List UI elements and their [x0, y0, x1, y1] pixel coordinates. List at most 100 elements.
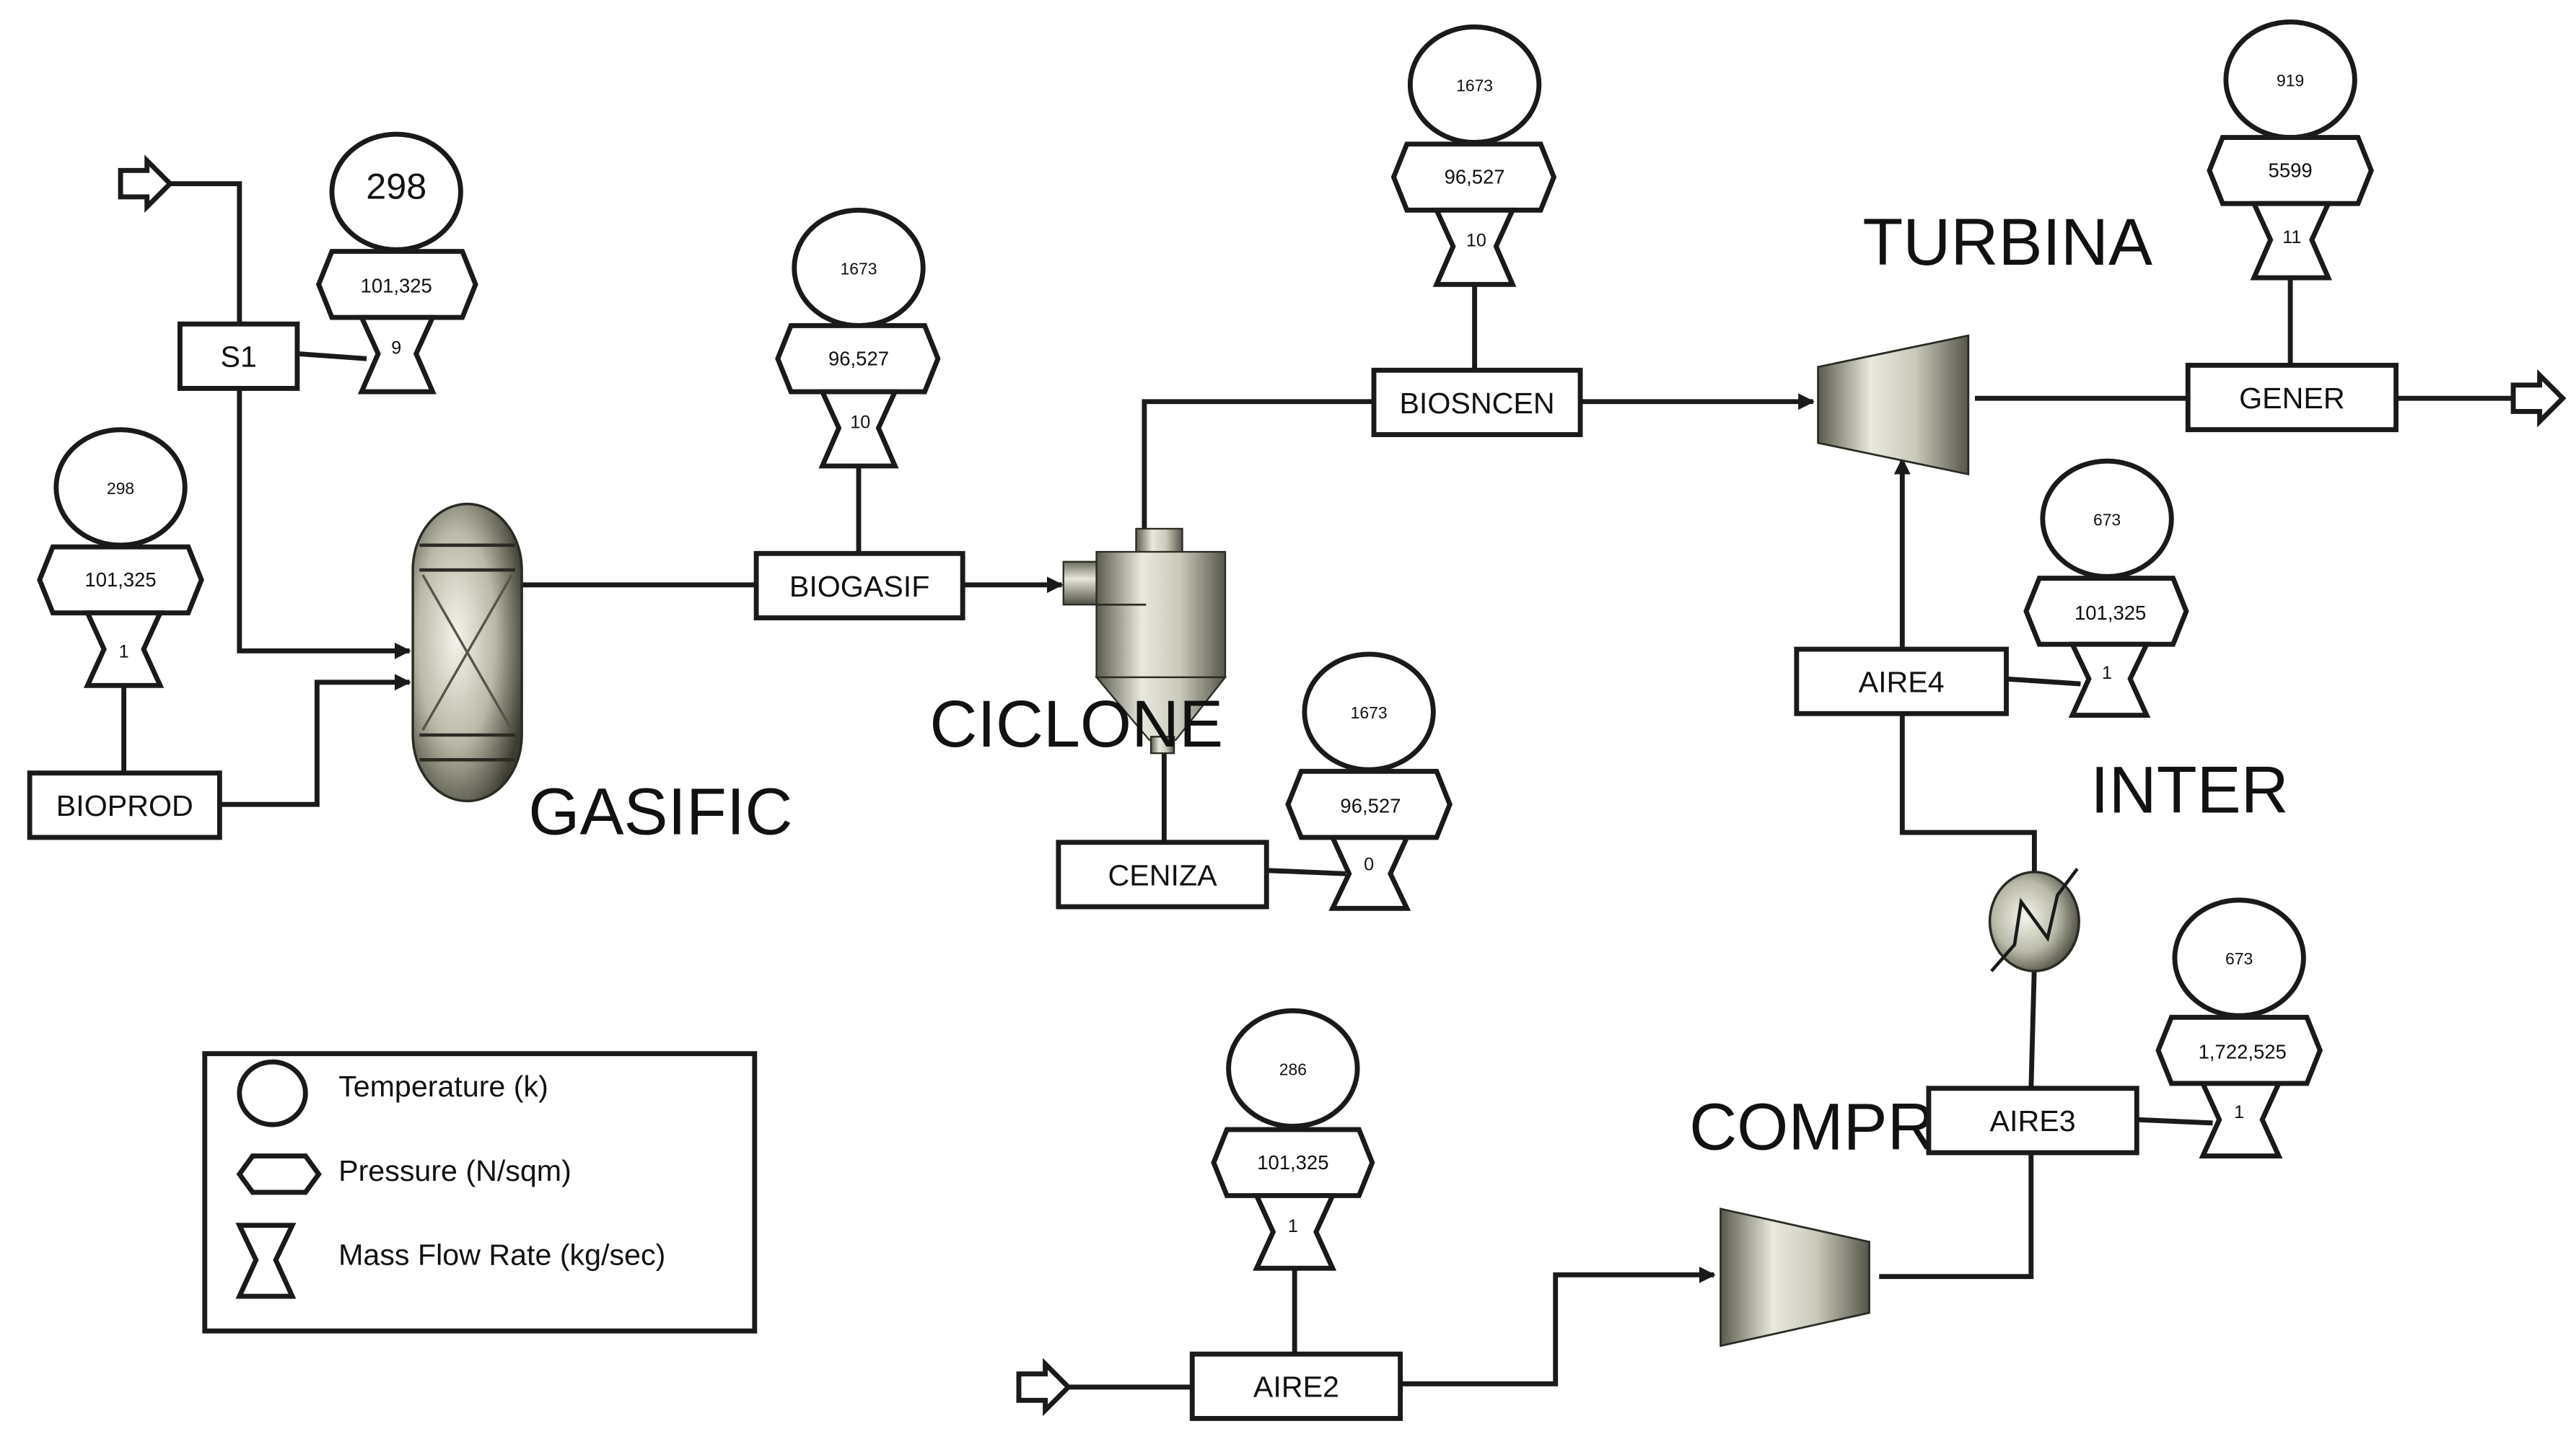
stream-label-gener: GENER [2239, 382, 2344, 415]
mass-flow-hourglass [1328, 835, 1411, 911]
tag-line-aire4 [2006, 676, 2081, 687]
mass-flow-value: 1 [2234, 1102, 2244, 1122]
line-bioprod-gasific [219, 674, 411, 807]
feed-arrow-s1 [118, 154, 174, 213]
pressure-hexagon [2155, 1014, 2323, 1086]
temperature-value: 286 [1279, 1060, 1307, 1078]
stream-aire4[interactable]: AIRE4 [1794, 646, 2009, 716]
connection-lines [121, 181, 2514, 1390]
stream-label-s1: S1 [220, 340, 256, 374]
line-inter-aire4 [1899, 713, 2037, 879]
pressure-hexagon [1285, 768, 1453, 840]
pressure-hexagon [775, 323, 941, 395]
stream-tag-bioprod: 298 101,325 1 [37, 427, 204, 688]
temperature-value: 673 [2225, 949, 2253, 968]
pressure-value: 101,325 [84, 568, 156, 591]
line-compreso-aire3 [1879, 1153, 2034, 1280]
gasifier-vessel[interactable] [411, 502, 523, 803]
mass-flow-hourglass [2199, 1081, 2283, 1159]
stream-label-biosncen: BIOSNCEN [1399, 387, 1554, 420]
stream-tag-biosncen: 1673 96,527 10 [1390, 24, 1557, 287]
pressure-value: 96,527 [1445, 166, 1505, 188]
unit-label-gasific: GASIFIC [528, 775, 792, 848]
temperature-value: 1673 [1351, 703, 1388, 722]
stream-label-ceniza: CENIZA [1108, 858, 1218, 892]
legend: Temperature (k) Pressure (N/sqm) Mass Fl… [202, 1051, 758, 1334]
temperature-value: 1673 [1456, 76, 1493, 95]
stream-tag-s1: 298 101,325 9 [315, 131, 478, 395]
temperature-value: 673 [2093, 510, 2121, 529]
heat-exchanger[interactable] [1988, 868, 2080, 972]
turbine[interactable] [1817, 334, 1970, 476]
pressure-hexagon [1390, 141, 1557, 213]
stream-bioprod[interactable]: BIOPROD [27, 770, 222, 840]
feed-arrow-aire2 [1016, 1358, 1072, 1417]
stream-biogasif[interactable]: BIOGASIF [753, 550, 965, 620]
legend-mass-flow-label: Mass Flow Rate (kg/sec) [338, 1239, 665, 1272]
pressure-hexagon [1211, 1127, 1375, 1198]
pressure-value: 101,325 [361, 275, 432, 297]
mass-flow-value: 1 [1288, 1216, 1298, 1236]
product-arrow-gener [2510, 369, 2567, 428]
mass-flow-hourglass [1432, 207, 1517, 287]
pressure-value: 5599 [2269, 159, 2313, 182]
legend-temperature-label: Temperature (k) [338, 1070, 548, 1103]
mass-flow-hourglass [818, 389, 899, 469]
tag-line-aire3 [2137, 1117, 2213, 1126]
temperature-value: 298 [366, 165, 426, 206]
temperature-circle [1226, 1008, 1360, 1129]
mass-flow-hourglass [357, 315, 437, 395]
stream-tag-aire3: 673 1,722,525 1 [2155, 897, 2323, 1159]
legend-pressure-label: Pressure (N/sqm) [338, 1154, 571, 1187]
stream-s1[interactable]: S1 [178, 321, 300, 391]
stream-tag-gener: 919 5599 11 [2207, 19, 2374, 281]
mass-flow-value: 10 [850, 412, 870, 432]
stream-label-aire2: AIRE2 [1253, 1371, 1339, 1404]
pressure-hexagon [37, 544, 204, 616]
pressure-value: 96,527 [1340, 795, 1401, 817]
pressure-hexagon [2207, 135, 2374, 206]
legend-mass-flow-icon [235, 1223, 297, 1299]
tag-line-s1 [297, 351, 367, 361]
stream-label-aire4: AIRE4 [1859, 666, 1945, 699]
stream-tag-aire4: 673 101,325 1 [2023, 458, 2189, 718]
mass-flow-hourglass [2068, 641, 2151, 718]
stream-tag-ceniza: 1673 96,527 0 [1285, 651, 1453, 911]
stream-aire3[interactable]: AIRE3 [1926, 1086, 2139, 1156]
temperature-value: 919 [2277, 71, 2304, 90]
legend-temperature-icon [237, 1059, 308, 1127]
line-ciclone-biosncen [1142, 399, 1374, 532]
stream-tag-biogasif: 1673 96,527 10 [775, 207, 941, 469]
mass-flow-value: 10 [1466, 231, 1486, 251]
stream-gener[interactable]: GENER [2185, 362, 2398, 433]
tag-line-ceniza [1266, 868, 1346, 876]
pressure-value: 101,325 [2075, 602, 2146, 624]
unit-label-ciclone: CICLONE [929, 687, 1223, 761]
stream-biosncen[interactable]: BIOSNCEN [1371, 367, 1583, 437]
mass-flow-value: 9 [391, 338, 401, 358]
temperature-value: 1673 [841, 260, 877, 278]
line-aire2-compreso [1400, 1266, 1716, 1386]
mass-flow-hourglass [1253, 1193, 1337, 1271]
mass-flow-value: 0 [1364, 855, 1374, 875]
cyclone-separator[interactable] [1062, 527, 1227, 755]
compressor[interactable] [1719, 1208, 1870, 1347]
line-aire3-inter [2028, 964, 2037, 1088]
mass-flow-value: 11 [2282, 227, 2301, 247]
mass-flow-value: 1 [119, 641, 129, 661]
stream-tag-aire2: 286 101,325 1 [1211, 1008, 1375, 1271]
stream-label-biogasif: BIOGASIF [789, 570, 930, 603]
stream-ceniza[interactable]: CENIZA [1056, 840, 1269, 910]
mass-flow-value: 1 [2102, 663, 2112, 683]
mass-flow-hourglass [2250, 201, 2333, 281]
unit-label-inter: INTER [2090, 754, 2289, 827]
line-feed-s1 [168, 181, 242, 325]
pressure-hexagon [315, 249, 478, 320]
unit-label-turbina: TURBINA [1862, 206, 2152, 279]
temperature-value: 298 [107, 479, 134, 498]
pressure-hexagon [2023, 576, 2189, 647]
line-s1-gasific [237, 388, 411, 659]
stream-label-bioprod: BIOPROD [56, 789, 193, 822]
stream-aire2[interactable]: AIRE2 [1189, 1351, 1403, 1421]
